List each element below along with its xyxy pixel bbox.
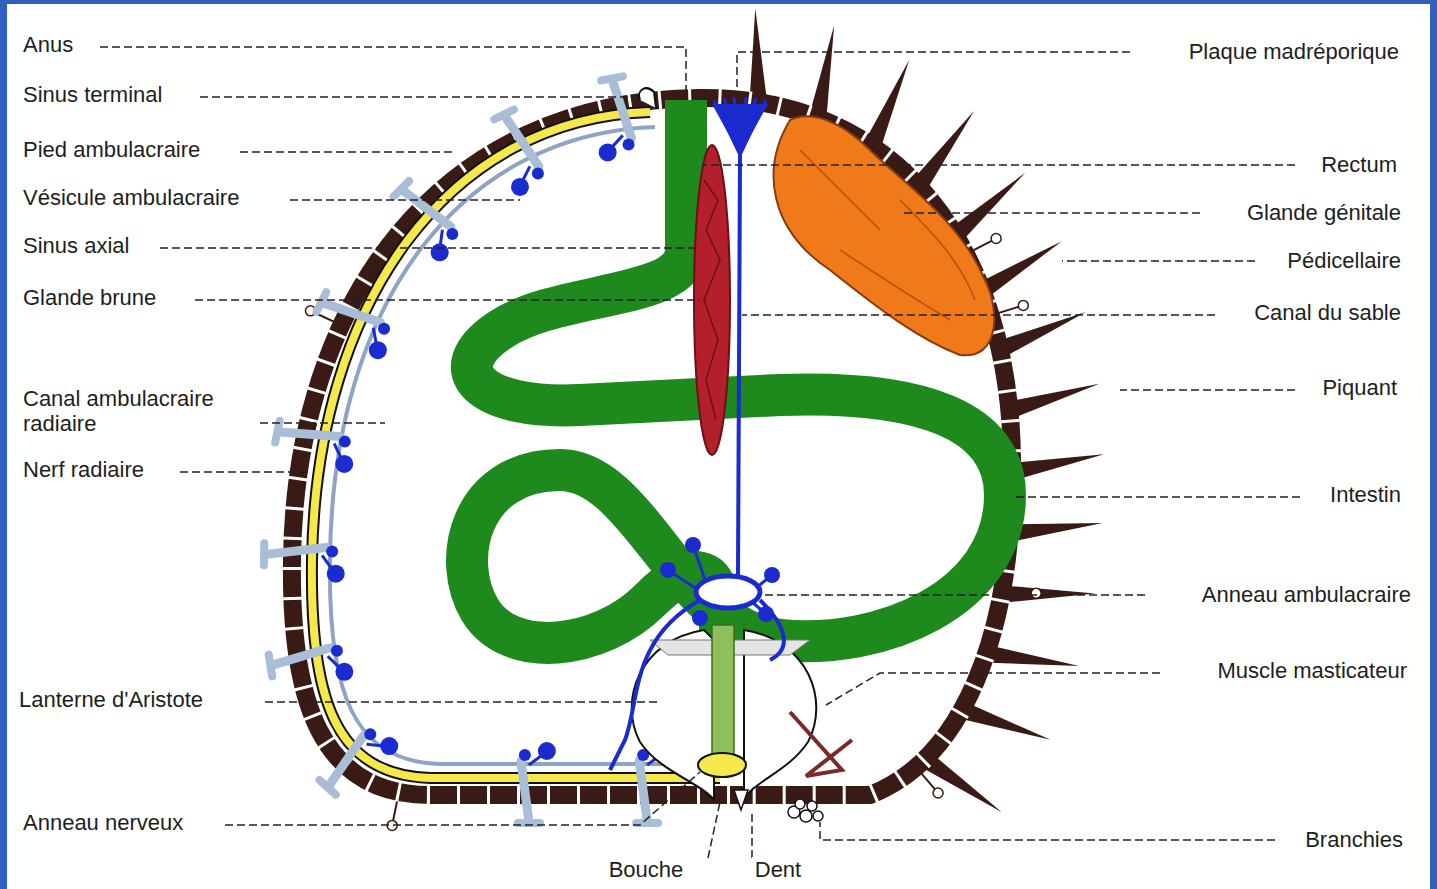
tube-foot [599,76,635,161]
part-label: Rectum [1318,152,1400,177]
spine [750,9,768,104]
tooth [734,790,748,810]
part-label: Muscle masticateur [1214,658,1410,683]
spine [983,645,1079,666]
masticator-muscle [790,712,852,776]
tube-foot [494,110,544,196]
tube-foot [319,728,398,794]
leader-lines [100,47,1300,858]
nerve-ring [698,753,746,777]
part-label: Pied ambulacraire [20,137,203,162]
part-label: Sinus axial [20,233,132,258]
part-label: Plaque madréporique [1186,39,1402,64]
part-label: Vésicule ambulacraire [20,185,242,210]
part-label: Sinus terminal [20,82,165,107]
spine [998,312,1086,358]
intestine [467,100,1005,643]
spine [1012,454,1104,481]
part-label: Intestin [1327,482,1404,507]
part-label: Branchies [1302,827,1406,852]
part-label: Pédicellaire [1284,248,1404,273]
tube-foot [518,742,556,823]
part-label: Anneau nerveux [20,810,186,835]
tube-foot [269,645,354,681]
frame-edge [0,0,7,889]
spine [1009,523,1103,542]
part-label: Canal du sable [1251,300,1404,325]
axial-gland-texture [704,180,720,420]
part-label: Canal ambulacraire radiaire [20,386,256,437]
spine [1009,384,1100,420]
gills [788,799,823,822]
part-label: Glande génitale [1244,200,1404,225]
tube-foot [264,543,345,582]
ring-canal [610,600,700,770]
part-label: Bouche [606,857,687,882]
tube-foot [275,421,353,473]
part-label: Glande brune [20,285,159,310]
gonad [774,116,995,355]
part-label: Nerf radiaire [20,457,147,482]
terminal-sinus [639,88,656,108]
frame-edge [1430,0,1437,889]
part-label: Dent [752,857,804,882]
part-label: Anus [20,32,76,57]
polian-vesicle [692,610,708,626]
madreporite-pores [714,97,766,155]
tube-feet [264,76,674,823]
vesicle-stalk [668,545,772,614]
tube-foot [316,292,390,359]
frame-edge [0,0,1437,4]
part-label: Piquant [1319,375,1400,400]
ambulacral-ring [696,576,760,608]
stone-canal [738,155,740,575]
part-label: Anneau ambulacraire [1199,582,1414,607]
gonad-texture [800,150,975,320]
tube-foot [394,181,459,261]
part-label: Lanterne d'Aristote [16,687,206,712]
